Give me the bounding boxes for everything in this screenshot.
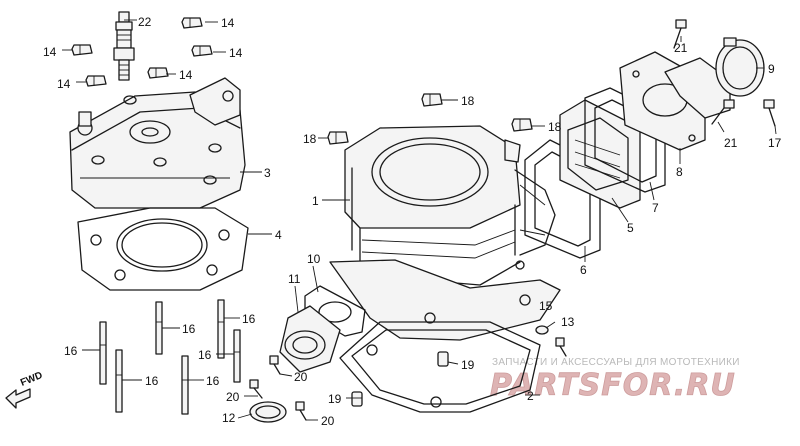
label-7: 7 [652,201,659,215]
nut-14-b [191,45,213,57]
label-16-b: 16 [182,322,196,336]
stud-16-a [99,321,107,385]
label-5: 5 [627,221,634,235]
label-19-b: 19 [328,392,342,406]
spark-plug [113,11,135,81]
hose-clamp [715,37,765,97]
watermark-tagline: ЗАПЧАСТИ И АКСЕССУАРЫ ДЛЯ МОТОТЕХНИКИ [492,357,740,368]
label-14-e: 14 [57,77,71,91]
stud-16-d [217,299,225,359]
label-16-e: 16 [198,348,212,362]
nut-14-a [181,17,203,29]
label-16-c: 16 [145,374,159,388]
label-16-d: 16 [242,312,256,326]
dowel-pin-19-a [437,351,449,367]
bolt-17 [763,99,776,127]
nut-14-d [147,67,169,79]
nut-14-e [85,75,107,87]
dowel-pin-19-b [351,391,363,407]
label-8: 8 [676,165,683,179]
label-21-a: 21 [674,41,688,55]
cylinder-head [69,77,246,209]
exhaust-joint [279,305,341,373]
label-18-a: 18 [461,94,475,108]
label-6: 6 [580,263,587,277]
label-20-a: 20 [294,370,308,384]
label-20-b: 20 [226,390,240,404]
bolt-21-a [673,19,687,49]
bolt-13 [555,337,567,357]
callout-labels: 22 14 14 14 14 14 3 4 1 18 18 18 5 6 7 8… [43,15,782,428]
forward-arrow: FWD [5,370,44,409]
label-2: 2 [527,389,534,403]
label-1: 1 [312,194,319,208]
forward-label: FWD [19,370,44,389]
reed-gasket [524,139,601,259]
cylinder [329,125,561,341]
stud-16-f [181,355,189,415]
nut-18-a [421,93,443,107]
label-13: 13 [561,315,575,329]
label-3: 3 [264,166,271,180]
label-9: 9 [768,62,775,76]
intake-manifold [619,51,731,151]
label-10: 10 [307,252,321,266]
nut-18-b [511,118,533,132]
label-16-f: 16 [206,374,220,388]
base-gasket [339,321,541,413]
stud-16-c [115,349,123,413]
label-14-b: 14 [229,46,243,60]
leader-lines [62,19,777,421]
label-16-a: 16 [64,344,78,358]
stud-16-e [233,329,241,383]
label-18-b: 18 [548,120,562,134]
label-20-c: 20 [321,414,335,428]
label-15: 15 [539,299,553,313]
bolt-21-b [711,99,735,125]
bolt-20-b [249,379,263,399]
label-19-a: 19 [461,358,475,372]
label-12: 12 [222,411,236,425]
label-18-c: 18 [303,132,317,146]
label-21-b: 21 [724,136,738,150]
bolt-20-c [295,401,307,421]
label-14-a: 14 [221,16,235,30]
reed-cage-gasket [584,87,666,193]
label-14-c: 14 [43,45,57,59]
stud-16-b [155,301,163,355]
watermark: ЗАПЧАСТИ И АКСЕССУАРЫ ДЛЯ МОТОТЕХНИКИ PA… [490,357,740,403]
label-22: 22 [138,15,152,29]
label-14-d: 14 [179,68,193,82]
nut-18-c [327,131,349,145]
head-gasket [77,207,249,291]
label-4: 4 [275,228,282,242]
label-11: 11 [288,272,301,286]
nut-14-c [71,44,93,56]
label-17: 17 [768,136,782,150]
bolt-20-a [269,355,281,375]
watermark-logo: PARTSFOR.RU [490,368,736,403]
washer-15 [535,325,549,335]
exhaust-clamp [249,401,287,423]
